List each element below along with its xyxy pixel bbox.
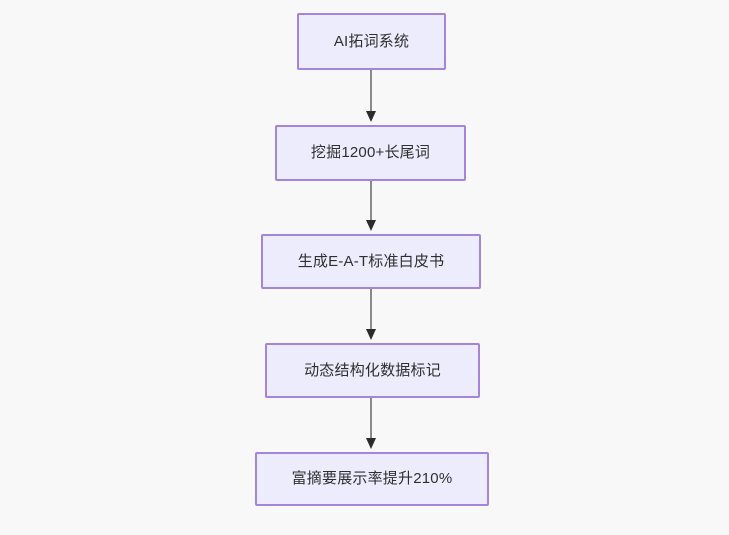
flow-node-rich-snippet-impression-uplift[interactable]: 富摘要展示率提升210% [255,452,489,506]
flow-node-label: 富摘要展示率提升210% [291,470,453,487]
flow-node-label: AI拓词系统 [333,32,410,50]
flow-node-label: 挖掘1200+长尾词 [310,144,431,161]
flow-node-label: 动态结构化数据标记 [304,361,441,379]
flow-node-generate-eat-whitepaper[interactable]: 生成E-A-T标准白皮书 [261,234,481,289]
flow-node-mine-longtail-keywords[interactable]: 挖掘1200+长尾词 [275,125,466,181]
flow-node-label: 生成E-A-T标准白皮书 [297,252,445,270]
flow-node-dynamic-structured-data-markup[interactable]: 动态结构化数据标记 [265,343,480,398]
flow-node-ai-keyword-system[interactable]: AI拓词系统 [297,13,446,70]
